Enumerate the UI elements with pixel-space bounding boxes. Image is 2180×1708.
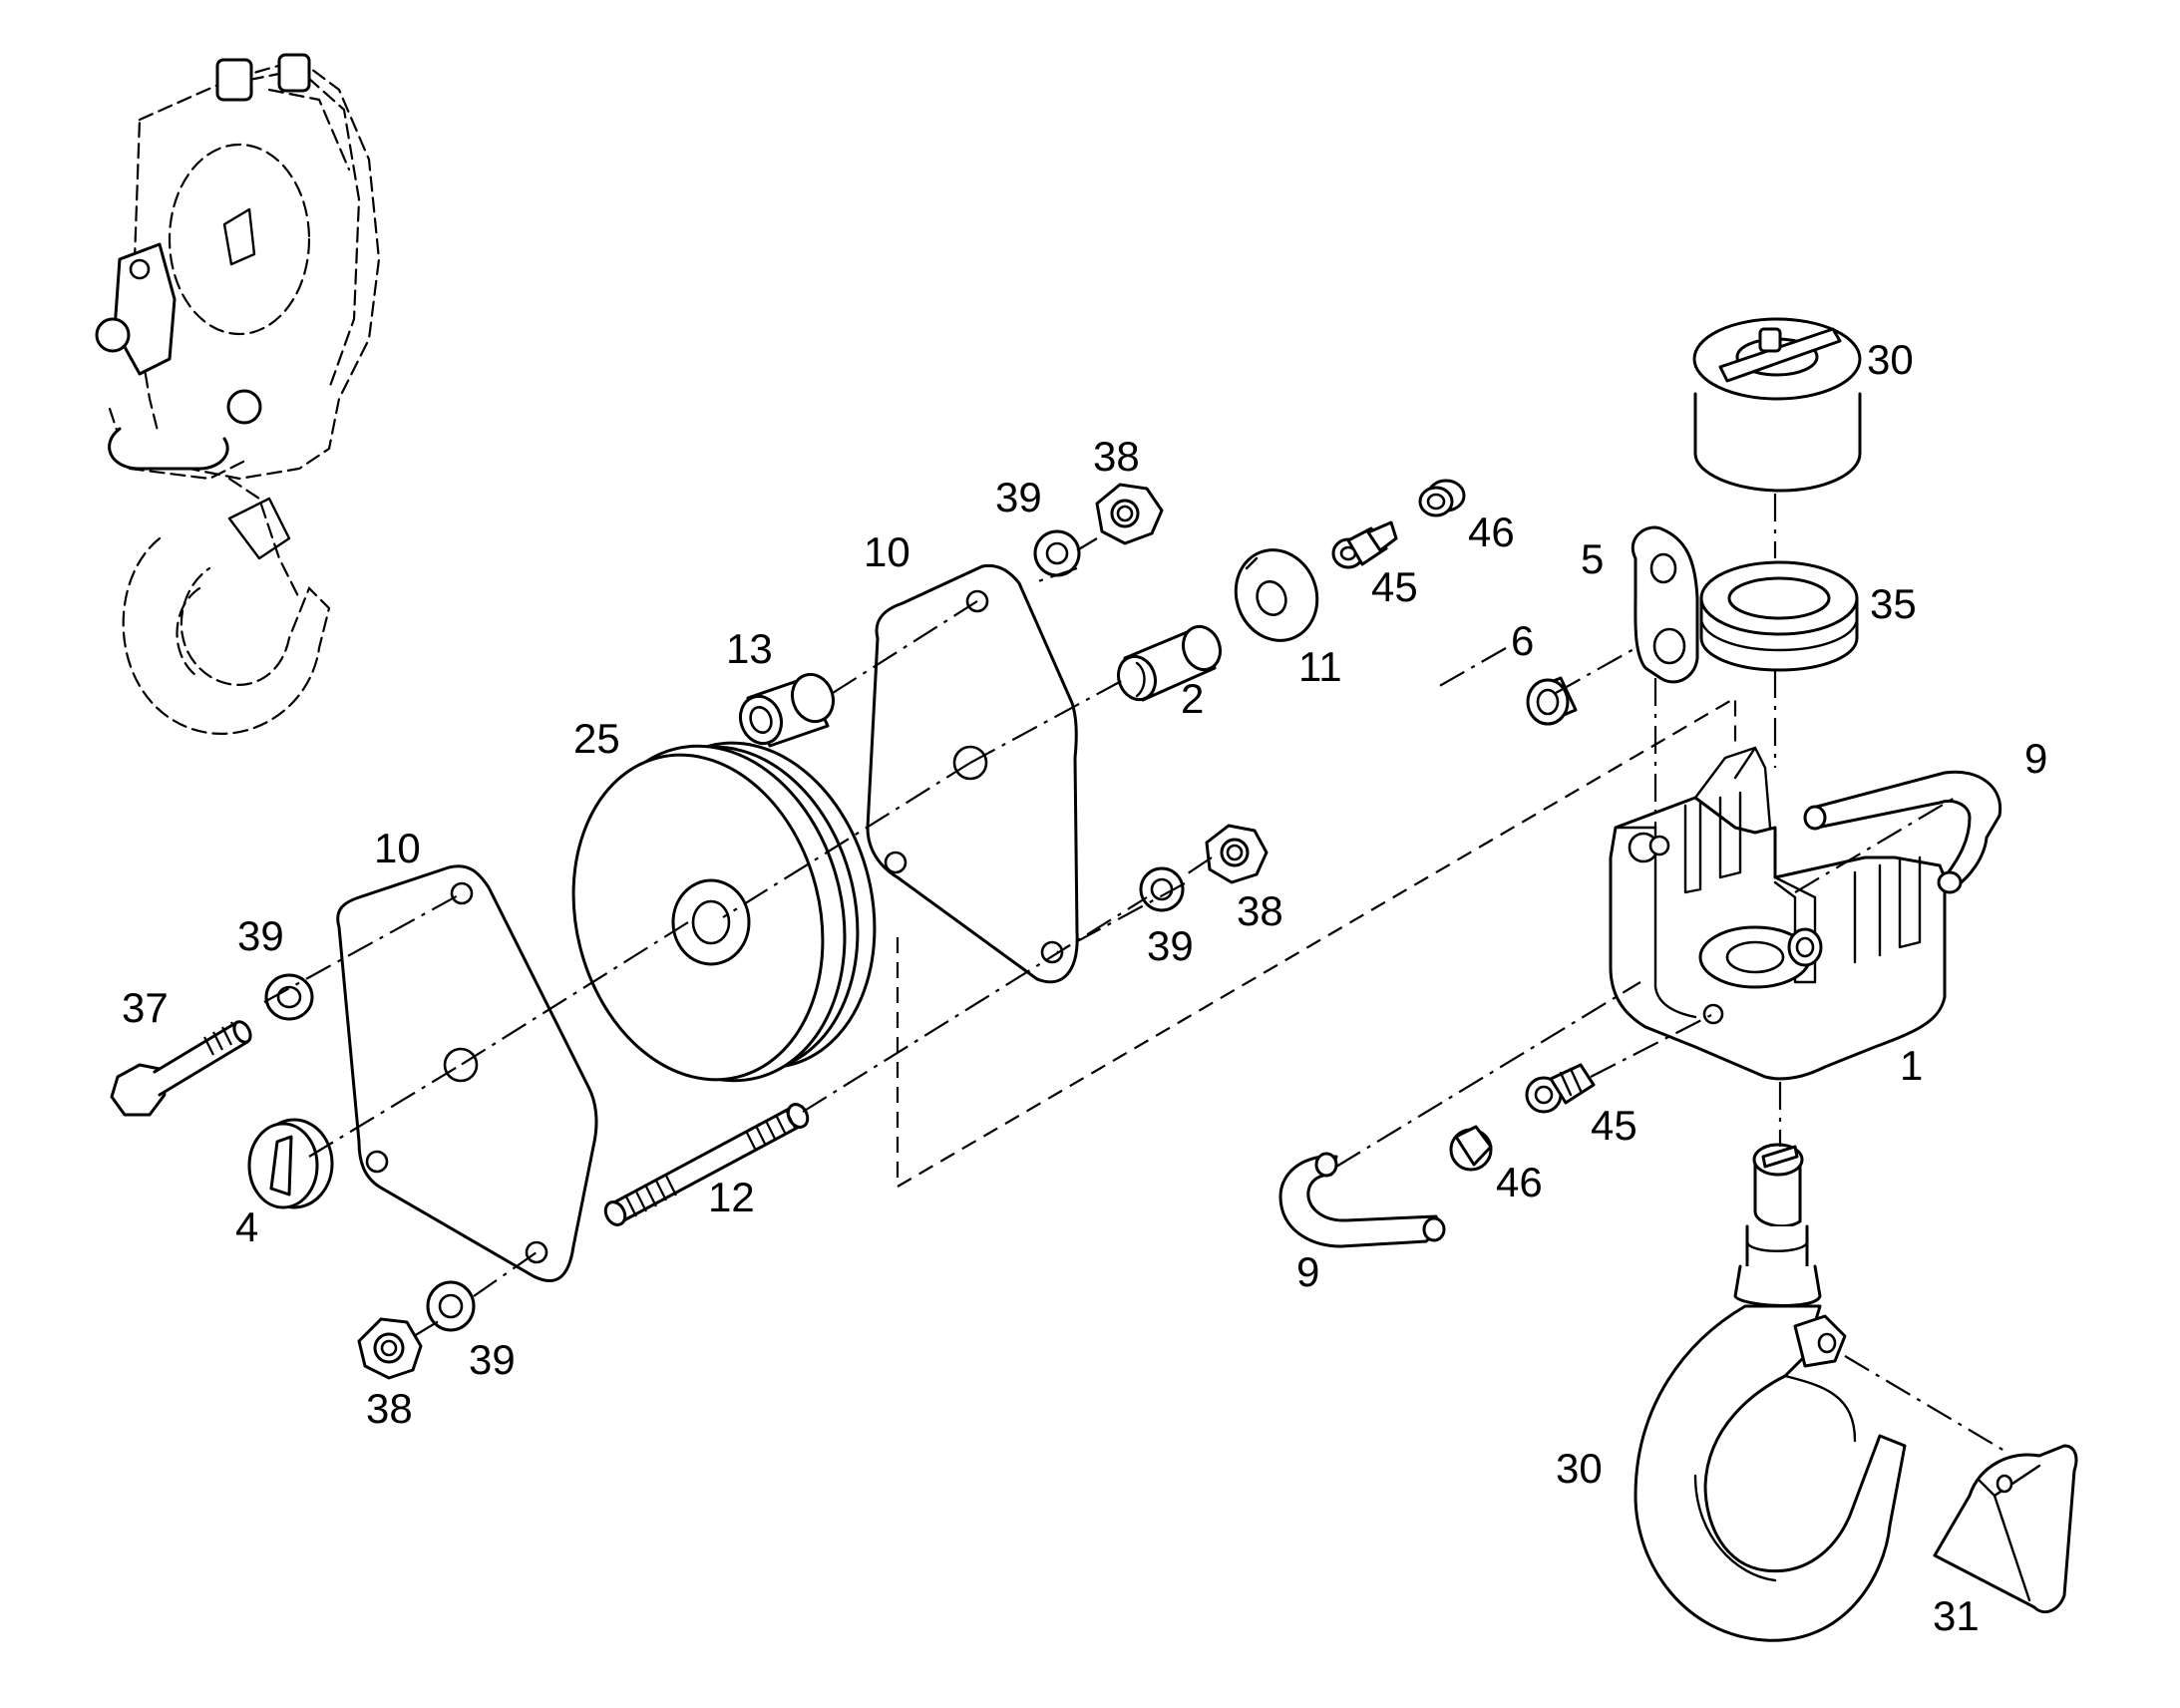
part-13-spacer xyxy=(738,672,836,748)
callout-35: 35 xyxy=(1870,580,1917,627)
callout-46-top: 46 xyxy=(1468,509,1515,555)
callout-5: 5 xyxy=(1581,535,1605,582)
part-39-washer-right xyxy=(1139,866,1185,912)
part-4-disc xyxy=(247,1118,334,1209)
callout-39-left: 39 xyxy=(237,912,284,959)
part-46-cap-lower xyxy=(1449,1125,1493,1172)
callout-45-bottom: 45 xyxy=(1591,1102,1637,1149)
assembled-block-thumbnail xyxy=(95,53,381,735)
part-12-threaded-rod xyxy=(603,1103,810,1226)
callout-31: 31 xyxy=(1933,1592,1980,1639)
callout-2: 2 xyxy=(1181,675,1205,722)
assembly-leader-lines xyxy=(263,494,2005,1452)
rod-thread-right xyxy=(745,1109,797,1152)
part-38-nut-top xyxy=(1095,483,1164,545)
part-46-cap-upper xyxy=(1418,479,1466,517)
callout-38-top: 38 xyxy=(1093,433,1140,480)
callout-30-hook: 30 xyxy=(1556,1445,1603,1492)
callout-4: 4 xyxy=(235,1203,259,1250)
callout-13: 13 xyxy=(726,625,773,672)
part-38-nut-bottom xyxy=(357,1317,423,1380)
part-30-top-nut xyxy=(1692,317,1862,493)
callout-38-bottom: 38 xyxy=(366,1385,413,1432)
part-35-bearing xyxy=(1699,560,1859,672)
callout-45-top: 45 xyxy=(1371,563,1418,610)
part-25-sheave xyxy=(571,741,877,1083)
callout-9-lower: 9 xyxy=(1296,1248,1320,1295)
callout-10-front: 10 xyxy=(374,825,421,871)
callout-46-bottom: 46 xyxy=(1496,1159,1543,1205)
callout-25: 25 xyxy=(573,715,620,762)
part-2-sleeve xyxy=(1116,624,1223,702)
part-9-pin-upper xyxy=(1803,770,2002,894)
rod-thread-left xyxy=(625,1175,677,1217)
callout-9-upper: 9 xyxy=(2024,735,2048,782)
callout-10-rear: 10 xyxy=(864,528,910,575)
part-10-side-plate-front xyxy=(336,864,598,1282)
part-11-washer xyxy=(1234,548,1319,642)
part-45-nipple-lower xyxy=(1525,1063,1596,1114)
callout-1: 1 xyxy=(1900,1042,1924,1089)
callout-39-bottom: 39 xyxy=(469,1336,516,1383)
part-31-latch xyxy=(1933,1444,2078,1614)
callout-12: 12 xyxy=(708,1174,755,1220)
part-38-nut-right xyxy=(1205,824,1269,884)
part-5-link xyxy=(1632,525,1699,684)
callout-39-right: 39 xyxy=(1147,922,1194,969)
callout-11: 11 xyxy=(1298,643,1342,690)
callout-37: 37 xyxy=(122,984,169,1031)
callout-38-right: 38 xyxy=(1237,887,1283,934)
part-10-side-plate-rear xyxy=(866,563,1079,984)
part-45-nipple-upper xyxy=(1331,520,1398,569)
part-30-hook xyxy=(1634,1143,1907,1642)
callout-39-top: 39 xyxy=(995,474,1042,520)
callout-6: 6 xyxy=(1511,617,1535,664)
part-37-bolt xyxy=(110,1020,252,1117)
callout-30-top: 30 xyxy=(1867,336,1914,383)
part-1-yoke xyxy=(1609,746,1947,1081)
dashed-frame-lines xyxy=(896,696,1737,1189)
part-9-pin-lower xyxy=(1278,1152,1446,1248)
part-39-washer-bottom xyxy=(426,1280,476,1332)
